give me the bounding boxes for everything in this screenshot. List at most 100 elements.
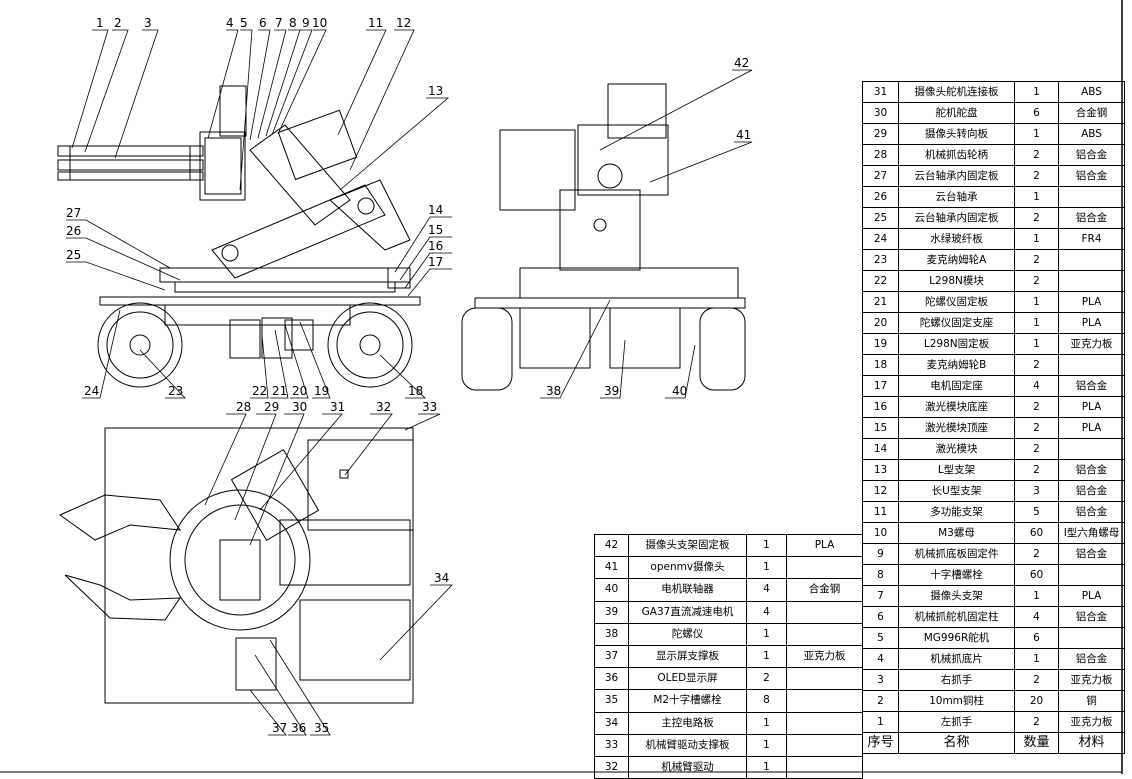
bom-cell-no: 5 xyxy=(862,627,899,649)
bom-cell-material: 铝合金 xyxy=(1058,606,1125,628)
bom-cell-name: 摄像头转向板 xyxy=(898,123,1015,145)
bom-cell-material xyxy=(1058,354,1125,376)
bom-cell-material: 亚克力板 xyxy=(1058,711,1125,733)
bom-cell-material xyxy=(786,733,863,757)
bom-cell-name: 十字槽螺栓 xyxy=(898,564,1015,586)
balloon-30: 30 xyxy=(292,400,307,414)
bom-cell-material xyxy=(786,622,863,646)
bom-cell-no: 15 xyxy=(862,417,899,439)
bom-cell-qty: 2 xyxy=(1014,144,1059,166)
bom-cell-qty: 2 xyxy=(1014,249,1059,271)
bom-cell-qty: 1 xyxy=(1014,585,1059,607)
balloon-32: 32 xyxy=(376,400,391,414)
bom-cell-qty: 1 xyxy=(746,622,787,646)
bom-cell-name: OLED显示屏 xyxy=(628,667,747,691)
bom-cell-material: 合金钢 xyxy=(786,578,863,602)
bom-cell-material xyxy=(786,689,863,713)
balloon-37: 37 xyxy=(272,721,287,735)
bom-cell-name: 陀螺仪固定支座 xyxy=(898,312,1015,334)
bom-cell-no: 20 xyxy=(862,312,899,334)
top-view xyxy=(58,427,414,704)
bom-cell-no: 14 xyxy=(862,438,899,460)
bom-cell-qty: 4 xyxy=(746,600,787,624)
balloon-23: 23 xyxy=(168,384,183,398)
balloon-31: 31 xyxy=(330,400,345,414)
balloon-9: 9 xyxy=(302,16,310,30)
bom-cell-no: 27 xyxy=(862,165,899,187)
bom-cell-material: PLA xyxy=(1058,585,1125,607)
header-no: 序号 xyxy=(862,732,899,754)
bom-cell-material xyxy=(1058,627,1125,649)
balloon-4: 4 xyxy=(226,16,234,30)
bom-cell-no: 38 xyxy=(594,622,629,646)
bom-cell-material xyxy=(1058,564,1125,586)
bom-cell-name: 水绿玻纤板 xyxy=(898,228,1015,250)
bom-cell-qty: 1 xyxy=(746,733,787,757)
bom-cell-no: 30 xyxy=(862,102,899,124)
balloon-1: 1 xyxy=(96,16,104,30)
balloon-5: 5 xyxy=(240,16,248,30)
bom-cell-material xyxy=(786,755,863,779)
bom-cell-no: 1 xyxy=(862,711,899,733)
bom-cell-name: 陀螺仪固定板 xyxy=(898,291,1015,313)
bom-cell-no: 33 xyxy=(594,733,629,757)
bom-cell-name: 多功能支架 xyxy=(898,501,1015,523)
balloon-12: 12 xyxy=(396,16,411,30)
bom-cell-no: 34 xyxy=(594,711,629,735)
bom-cell-qty: 8 xyxy=(746,689,787,713)
balloon-3: 3 xyxy=(144,16,152,30)
balloon-2: 2 xyxy=(114,16,122,30)
bom-cell-no: 25 xyxy=(862,207,899,229)
bom-cell-name: L298N固定板 xyxy=(898,333,1015,355)
bom-cell-name: 陀螺仪 xyxy=(628,622,747,646)
bom-cell-qty: 1 xyxy=(1014,648,1059,670)
bom-cell-no: 40 xyxy=(594,578,629,602)
balloon-7: 7 xyxy=(275,16,283,30)
header-name: 名称 xyxy=(898,732,1015,754)
bom-cell-qty: 2 xyxy=(1014,438,1059,460)
balloon-26: 26 xyxy=(66,224,81,238)
bom-cell-name: 电机联轴器 xyxy=(628,578,747,602)
bom-cell-name: 舵机舵盘 xyxy=(898,102,1015,124)
bom-cell-name: 麦克纳姆轮A xyxy=(898,249,1015,271)
bom-cell-qty: 2 xyxy=(1014,459,1059,481)
bom-cell-no: 10 xyxy=(862,522,899,544)
bom-cell-name: 摄像头支架固定板 xyxy=(628,533,747,558)
bom-cell-name: M2十字槽螺栓 xyxy=(628,689,747,713)
bom-cell-qty: 1 xyxy=(746,644,787,669)
bom-cell-material xyxy=(1058,186,1125,208)
bom-cell-no: 37 xyxy=(594,644,629,669)
header-material: 材料 xyxy=(1058,732,1125,754)
bom-cell-no: 3 xyxy=(862,669,899,691)
bom-cell-name: 机械抓舵机固定柱 xyxy=(898,606,1015,628)
balloon-33: 33 xyxy=(422,400,437,414)
bom-cell-no: 7 xyxy=(862,585,899,607)
bom-cell-no: 2 xyxy=(862,690,899,712)
balloon-25: 25 xyxy=(66,248,81,262)
bom-cell-qty: 1 xyxy=(1014,291,1059,313)
balloon-labels: 1 2 3 4 5 6 7 8 9 10 11 12 13 14 15 16 1… xyxy=(66,16,751,735)
bom-cell-qty: 2 xyxy=(1014,165,1059,187)
balloon-28: 28 xyxy=(236,400,251,414)
bom-cell-no: 31 xyxy=(862,81,899,103)
bom-cell-material: 铝合金 xyxy=(1058,207,1125,229)
bom-cell-name: 长U型支架 xyxy=(898,480,1015,502)
